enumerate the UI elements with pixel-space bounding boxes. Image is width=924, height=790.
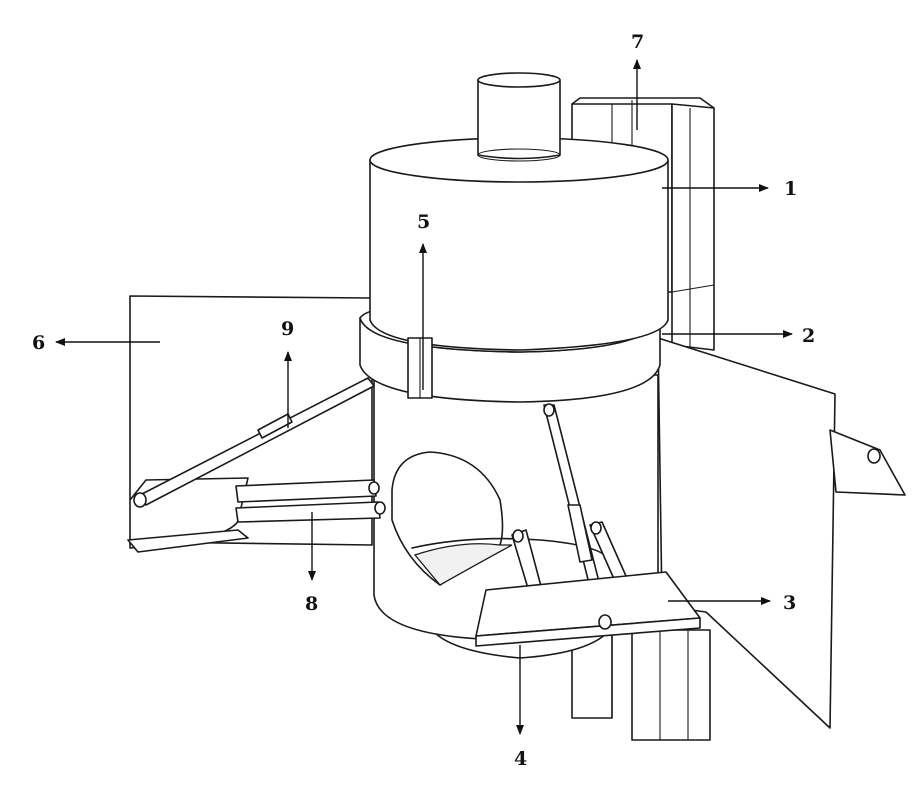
vertical-slot: [408, 338, 432, 398]
callout-5: 5: [417, 211, 430, 233]
callout-3: 3: [783, 592, 796, 614]
callout-6: 6: [32, 332, 45, 354]
callout-4: 4: [514, 748, 527, 770]
callout-1: 1: [784, 178, 797, 200]
callout-8: 8: [305, 593, 318, 615]
callout-9: 9: [281, 318, 294, 340]
callout-2: 2: [802, 325, 815, 347]
callout-7: 7: [631, 31, 644, 53]
